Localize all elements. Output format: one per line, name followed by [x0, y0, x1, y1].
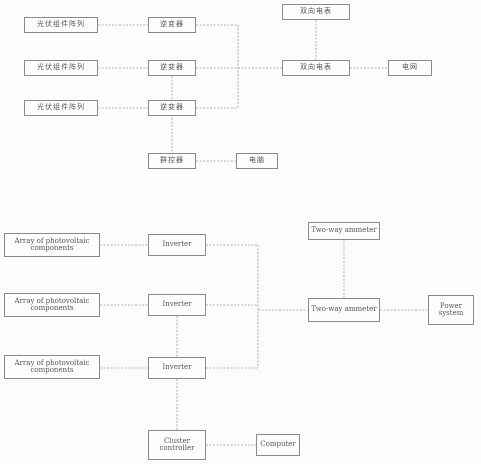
bottom-pv-array-3: Array of photovoltaic components: [4, 355, 100, 379]
top-pv-array-1: 光伏组件阵列: [24, 17, 98, 33]
top-computer: 电脑: [236, 153, 278, 169]
top-inverter-1: 逆变器: [148, 17, 196, 33]
top-inverter-2: 逆变器: [148, 60, 196, 76]
top-pv-array-2: 光伏组件阵列: [24, 60, 98, 76]
top-grid: 电网: [388, 60, 432, 76]
top-cluster-controller: 群控器: [148, 153, 196, 169]
top-meter-lower: 双向电表: [282, 60, 350, 76]
bottom-computer: Computer: [256, 434, 300, 456]
top-meter-upper: 双向电表: [282, 4, 350, 20]
bottom-inverter-3: Inverter: [148, 357, 206, 379]
bottom-pv-array-1: Array of photovoltaic components: [4, 233, 100, 257]
top-inverter-3: 逆变器: [148, 100, 196, 116]
bottom-power-system: Power system: [428, 295, 474, 325]
bottom-meter-upper: Two-way ammeter: [308, 222, 380, 240]
bottom-inverter-1: Inverter: [148, 234, 206, 256]
bottom-meter-lower: Two-way ammeter: [308, 298, 380, 322]
top-pv-array-3: 光伏组件阵列: [24, 100, 98, 116]
bottom-pv-array-2: Array of photovoltaic components: [4, 293, 100, 317]
bottom-inverter-2: Inverter: [148, 294, 206, 316]
bottom-cluster-controller: Cluster controller: [148, 430, 206, 460]
